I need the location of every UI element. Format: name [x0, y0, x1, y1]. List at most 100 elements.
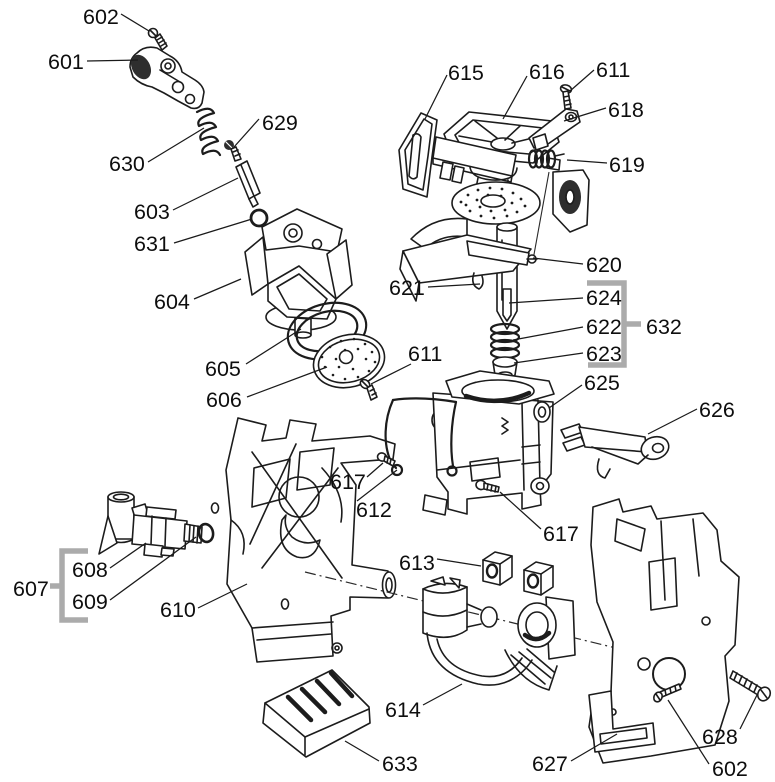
part-628-screw-drawing	[729, 670, 772, 702]
group-bracket-607	[50, 548, 88, 623]
leader-616	[502, 75, 528, 120]
leader-611-mid	[370, 363, 412, 385]
part-619-spring-drawing	[527, 149, 565, 169]
filter-perforations	[320, 337, 377, 381]
part-629-screw-drawing	[224, 140, 242, 162]
group-bracket-632	[587, 280, 641, 368]
part-label-617-left: 617	[330, 470, 366, 494]
leader-624	[508, 297, 584, 304]
leader-601	[86, 59, 139, 62]
part-613-feet-drawing	[482, 551, 554, 596]
part-label-628: 628	[702, 725, 738, 749]
leader-631	[173, 218, 253, 244]
leader-629	[233, 118, 260, 148]
part-label-602-top: 602	[83, 5, 119, 29]
part-label-609: 609	[72, 590, 108, 614]
part-label-606: 606	[206, 388, 242, 412]
part-622-spring-drawing	[489, 322, 521, 360]
leader-617-right	[499, 491, 542, 530]
part-label-616: 616	[529, 60, 565, 84]
leader-630	[147, 127, 205, 163]
leader-610	[197, 583, 248, 609]
part-label-618: 618	[608, 98, 644, 122]
part-label-612: 612	[356, 498, 392, 522]
leader-617-left	[366, 462, 384, 478]
leader-608	[109, 542, 147, 569]
leader-620	[532, 257, 584, 265]
part-label-614: 614	[385, 698, 421, 722]
shower-plate-drawing	[451, 181, 541, 225]
leader-609	[109, 536, 197, 601]
leader-619	[566, 159, 608, 164]
leader-615	[424, 74, 448, 120]
part-label-611-top: 611	[596, 58, 630, 82]
leader-611-top	[569, 69, 595, 92]
part-625-brew-chamber-drawing	[422, 370, 555, 516]
part-label-621: 621	[389, 276, 425, 300]
leader-622	[512, 326, 584, 341]
leader-604	[193, 278, 242, 300]
leader-621	[427, 283, 481, 288]
part-614-outlet-drawing	[422, 576, 576, 691]
part-label-624: 624	[586, 286, 622, 310]
leader-605	[245, 328, 302, 365]
part-label-620: 620	[586, 253, 622, 277]
part-label-627: 627	[532, 752, 568, 776]
part-label-632: 632	[646, 315, 682, 339]
part-label-633: 633	[382, 752, 418, 776]
part-610-frame-drawing	[210, 417, 397, 663]
part-620-rod-drawing	[496, 222, 518, 330]
part-604-housing-drawing	[244, 208, 353, 339]
part-626-lever-drawing	[560, 423, 670, 479]
leader-625	[548, 384, 583, 409]
part-label-629: 629	[262, 111, 298, 135]
part-label-603: 603	[134, 200, 170, 224]
leader-606	[246, 366, 328, 398]
leader-618	[563, 107, 607, 122]
leader-602-top	[120, 13, 150, 32]
part-label-601: 601	[48, 50, 84, 74]
part-label-615: 615	[448, 61, 484, 85]
leader-627	[570, 733, 618, 762]
part-label-607: 607	[13, 577, 49, 601]
part-608-injector-drawing	[98, 491, 203, 558]
part-616-funnel-drawing	[432, 111, 590, 261]
part-606-filter-drawing	[312, 333, 386, 389]
part-label-602-bottom: 602	[712, 757, 748, 781]
part-617-right-screw-drawing	[475, 479, 500, 493]
part-label-623: 623	[586, 342, 622, 366]
part-label-611-mid: 611	[408, 342, 442, 366]
part-611-mid-screw-drawing	[359, 378, 378, 401]
leader-628	[739, 694, 758, 730]
leader-603	[172, 177, 239, 211]
part-label-626: 626	[699, 398, 735, 422]
part-label-631: 631	[134, 232, 170, 256]
part-label-610: 610	[160, 598, 196, 622]
part-label-622: 622	[586, 315, 622, 339]
part-label-605: 605	[205, 357, 241, 381]
leader-623	[513, 352, 584, 364]
part-617-left-screw-drawing	[376, 452, 396, 467]
part-615-plate-drawing	[398, 112, 438, 198]
part-602-bottom-screw-drawing	[653, 683, 682, 703]
part-603-pin-drawing	[235, 160, 261, 208]
part-label-608: 608	[72, 558, 108, 582]
part-label-630: 630	[109, 152, 145, 176]
leader-602-bottom	[667, 699, 710, 765]
part-number-labels: 602 601 629 630 603 631 604 605 606 611 …	[13, 5, 748, 781]
part-label-619: 619	[609, 153, 645, 177]
part-633-cover-drawing	[262, 669, 371, 758]
part-label-604: 604	[154, 290, 190, 314]
leader-633	[344, 740, 380, 762]
part-631-oring-drawing	[249, 208, 269, 228]
part-label-617-right: 617	[543, 522, 579, 546]
leader-614	[422, 683, 463, 706]
leader-612	[356, 469, 398, 502]
part-602-top-screw-drawing	[147, 27, 168, 51]
part-618-lever-drawing	[528, 108, 581, 151]
part-label-613: 613	[399, 551, 435, 575]
leader-626	[647, 408, 698, 435]
part-label-625: 625	[584, 371, 620, 395]
